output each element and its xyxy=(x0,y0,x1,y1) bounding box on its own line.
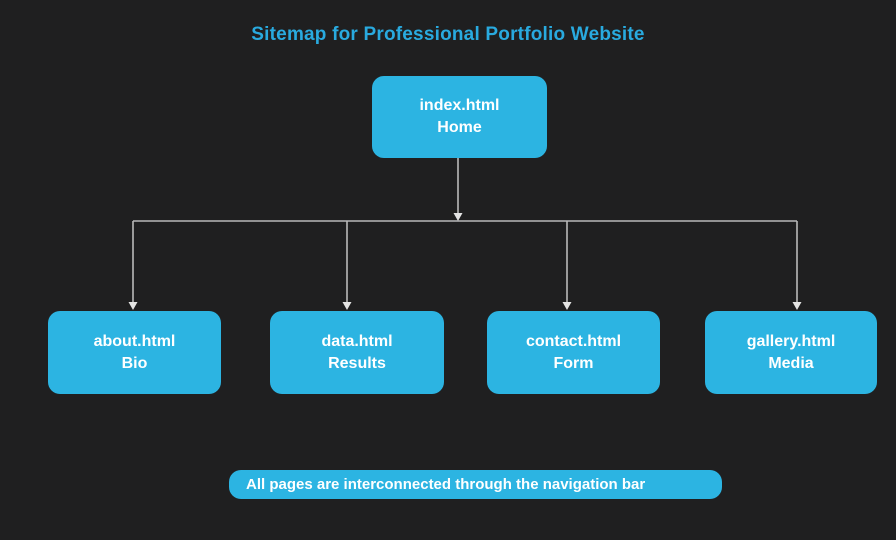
node-file: index.html xyxy=(419,97,500,114)
node-about: about.html Bio xyxy=(48,311,221,394)
node-label: Home xyxy=(437,119,482,136)
node-label: Form xyxy=(553,354,594,372)
node-file: data.html xyxy=(321,332,393,350)
node-data: data.html Results xyxy=(270,311,444,394)
node-label: Media xyxy=(768,354,814,372)
arrowhead-about xyxy=(128,302,138,310)
arrowhead-data xyxy=(342,302,352,310)
arrowhead-contact xyxy=(562,302,572,310)
node-file: contact.html xyxy=(525,332,622,350)
arrowhead-gallery xyxy=(792,302,802,310)
footer-note: All pages are interconnected through the… xyxy=(229,470,722,499)
node-file: gallery.html xyxy=(746,332,836,350)
node-contact: contact.html Form xyxy=(487,311,660,394)
arrowhead-root xyxy=(453,213,463,221)
node-file: about.html xyxy=(93,332,176,350)
diagram-title: Sitemap for Professional Portfolio Websi… xyxy=(251,24,645,45)
node-index: index.html Home xyxy=(372,76,547,158)
node-gallery: gallery.html Media xyxy=(705,311,877,394)
node-label: Results xyxy=(328,354,386,372)
node-label: Bio xyxy=(121,354,148,372)
